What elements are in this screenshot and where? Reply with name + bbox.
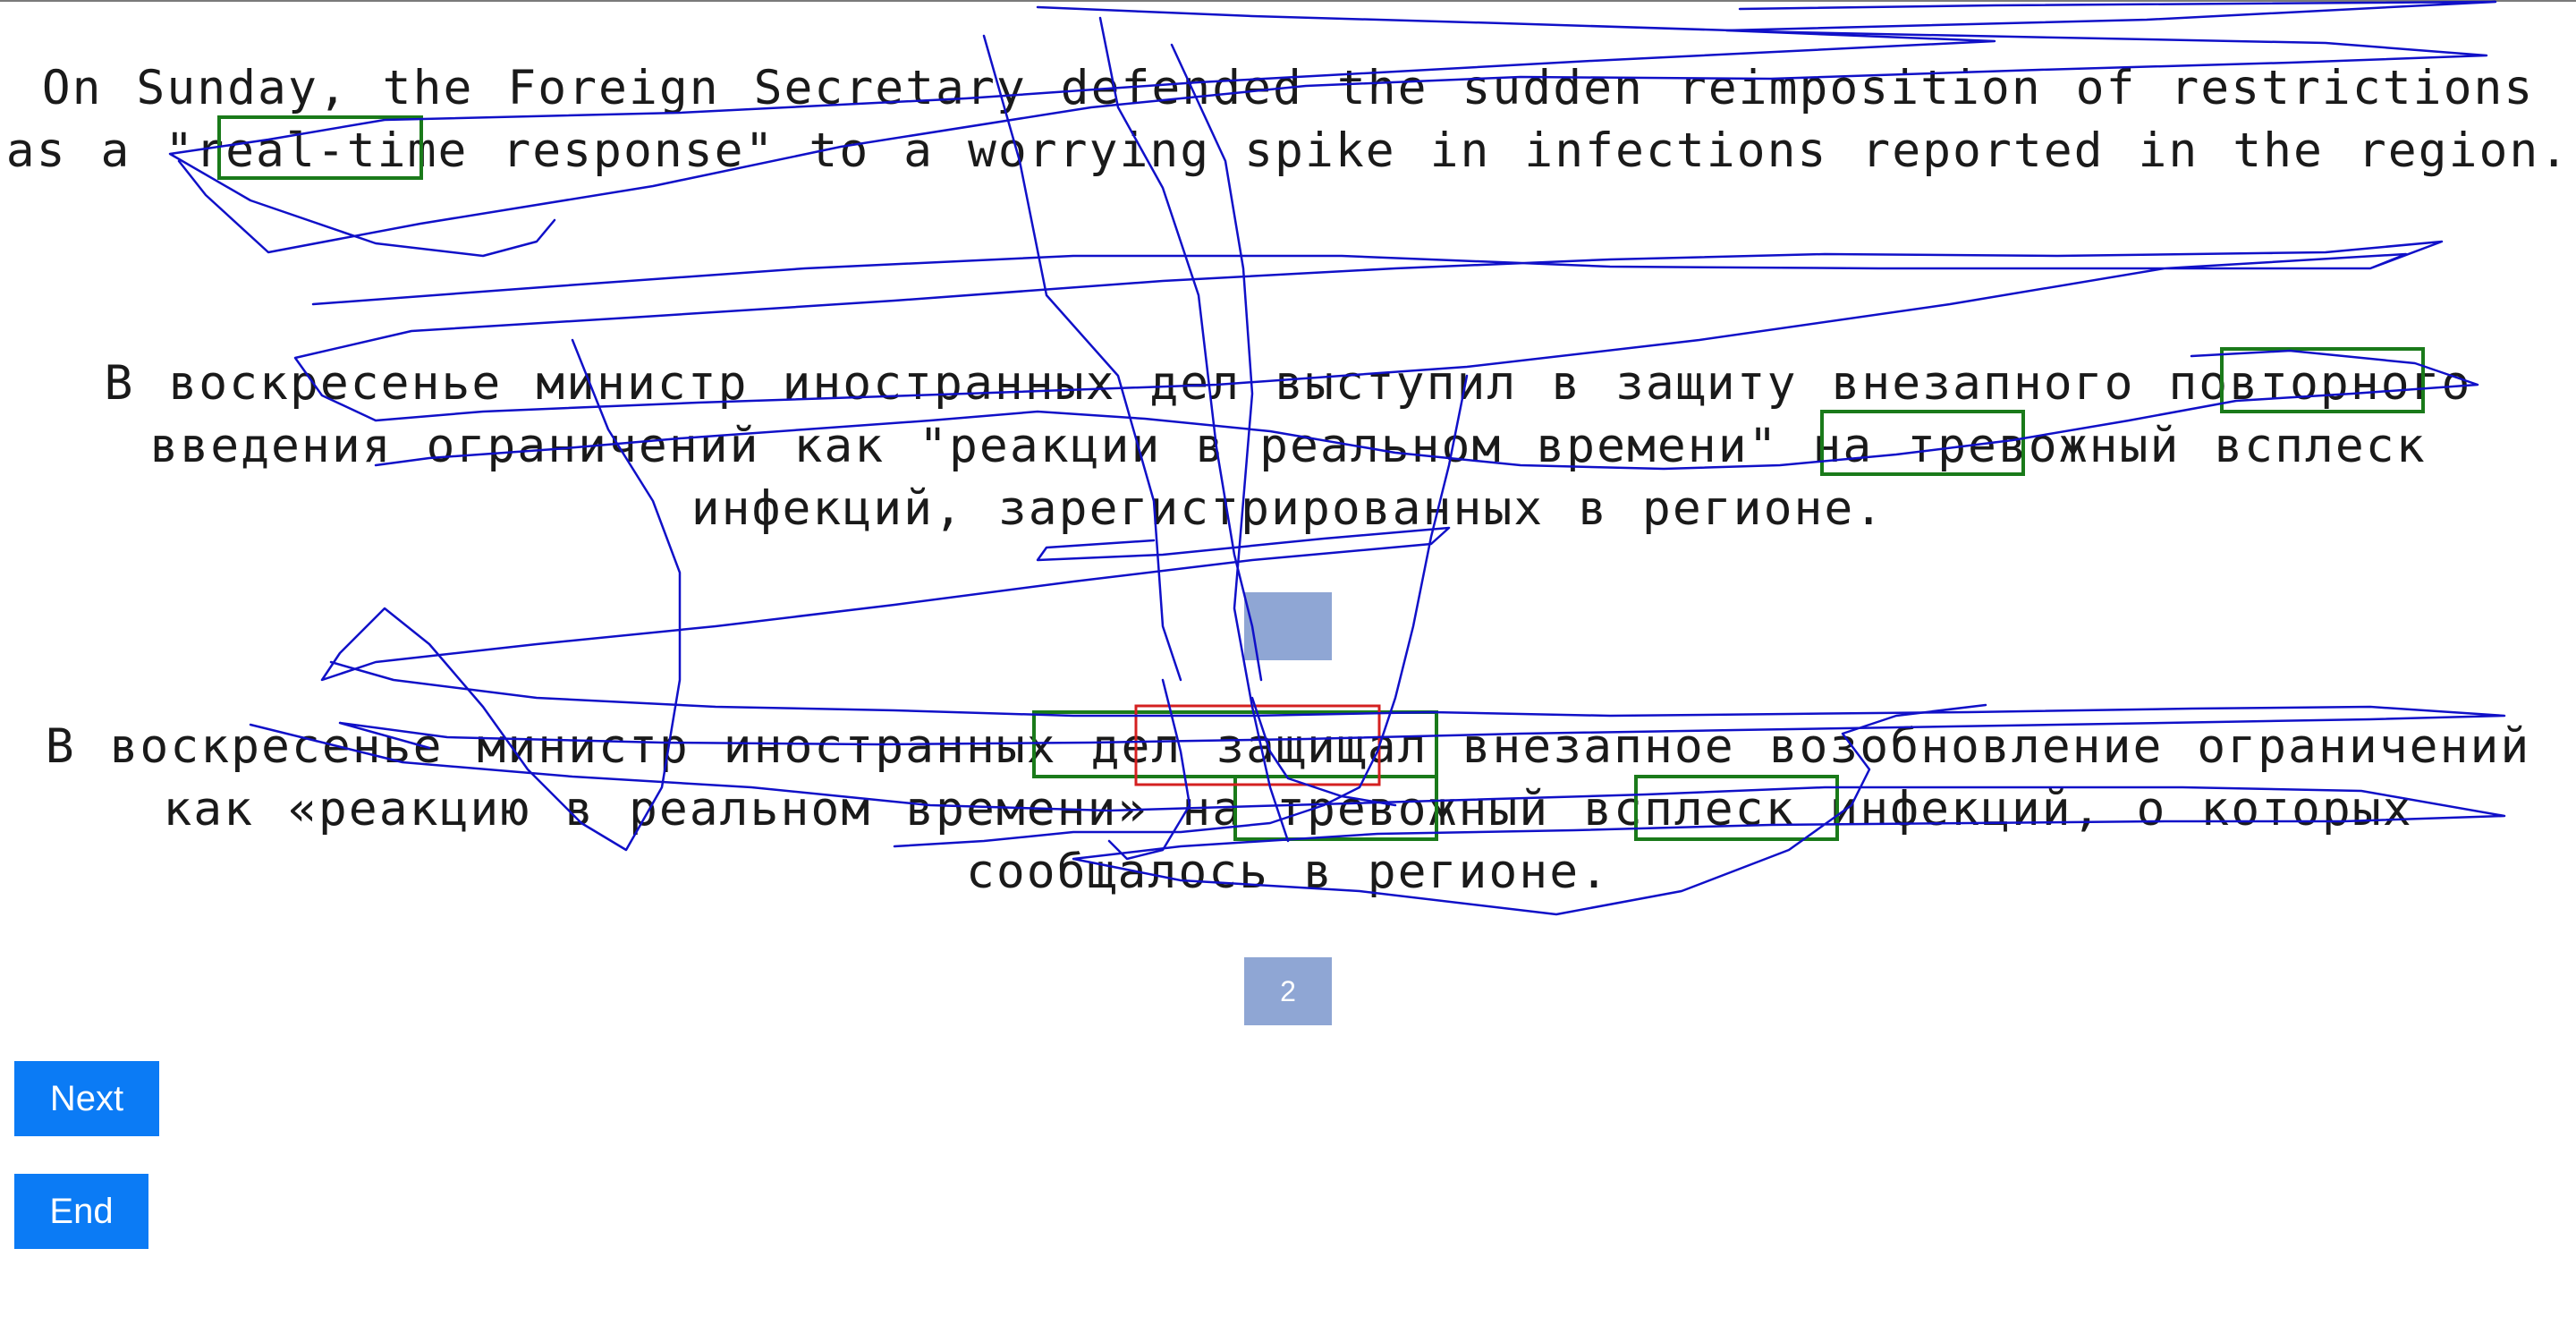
top-border bbox=[0, 0, 2576, 2]
post-edited-sentence: В воскресенье министр иностранных дел за… bbox=[45, 719, 2531, 899]
rating-box-value[interactable]: 2 bbox=[1244, 957, 1332, 1025]
rating-box-empty[interactable] bbox=[1244, 592, 1332, 660]
next-button[interactable]: Next bbox=[14, 1061, 159, 1136]
end-button[interactable]: End bbox=[14, 1174, 148, 1249]
source-sentence: On Sunday, the Foreign Secretary defende… bbox=[5, 61, 2571, 178]
machine-translation-sentence: В воскресенье министр иностранных дел вы… bbox=[104, 356, 2472, 536]
